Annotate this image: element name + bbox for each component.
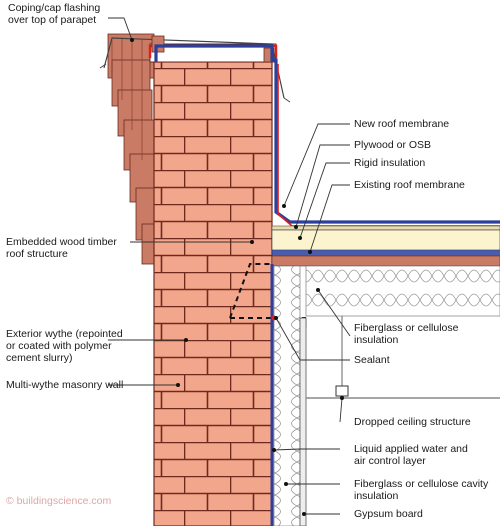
cavity-insulation — [273, 265, 301, 526]
roof-batt-insulation — [305, 265, 500, 317]
brick-wall — [153, 61, 273, 526]
label-plywood: Plywood or OSB — [354, 139, 432, 151]
label-sealant: Sealant — [354, 354, 390, 366]
drip-edge-right — [283, 97, 291, 103]
label-rigid-insulation: Rigid insulation — [354, 157, 426, 169]
drip-edge-left — [99, 63, 107, 69]
label-new-membrane: New roof membrane — [354, 118, 450, 130]
label-coping: Coping/cap flashing over top of parapet — [8, 2, 101, 26]
leader-dots — [130, 38, 344, 516]
label-gypsum: Gypsum board — [354, 508, 423, 520]
rigid-insulation — [271, 229, 500, 251]
plywood-layer — [271, 225, 500, 231]
wood-coping-blocks — [107, 33, 155, 265]
label-exterior-wythe: Exterior wythe (repointed or coated with… — [6, 328, 123, 364]
gypsum-board — [299, 317, 307, 526]
label-fiberglass-cavity: Fiberglass or cellulose cavity insulatio… — [354, 478, 489, 502]
label-liquid-applied: Liquid applied water and air control lay… — [354, 443, 468, 467]
label-multi-wythe: Multi-wythe masonry wall — [6, 379, 124, 391]
existing-roof-membrane — [272, 250, 500, 256]
new-roof-membrane-line — [154, 44, 500, 224]
label-embedded-wood: Embedded wood timber roof structure — [6, 236, 117, 260]
label-existing-membrane: Existing roof membrane — [354, 179, 465, 191]
roof-deck — [271, 255, 500, 267]
ceiling-hanger-clip — [335, 385, 349, 397]
watermark: © buildingscience.com — [6, 495, 112, 507]
label-dropped-ceiling: Dropped ceiling structure — [354, 416, 471, 428]
label-fiberglass-top: Fiberglass or cellulose insulation — [354, 322, 459, 346]
